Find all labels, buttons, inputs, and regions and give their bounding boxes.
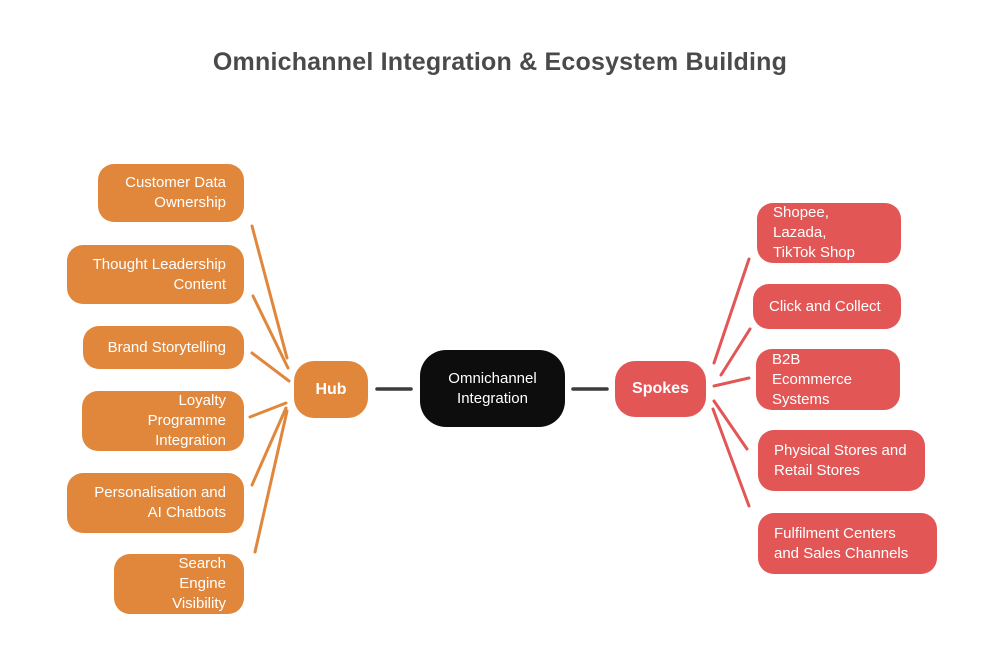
spoke-item-label: Physical Stores and Retail Stores — [774, 441, 907, 479]
center-node-label: Omnichannel Integration — [448, 369, 537, 407]
hub-item-label: Brand Storytelling — [107, 338, 226, 356]
edge-spokes-shopee — [712, 257, 751, 365]
hub-item-personalisation-ai-chatbots: Personalisation and AI Chatbots — [67, 473, 244, 533]
spokes-node: Spokes — [615, 361, 706, 417]
spokes-node-label: Spokes — [632, 380, 689, 397]
hub-item-label: Search Engine Visibility — [172, 555, 226, 612]
edge-hub-search-engine — [253, 409, 289, 554]
edge-hub-loyalty-programme — [248, 401, 288, 419]
hub-item-label: Loyalty Programme Integration — [147, 392, 226, 449]
hub-item-search-engine-visibility: Search Engine Visibility — [114, 554, 244, 614]
edge-spokes-b2b — [712, 376, 751, 388]
center-node-omnichannel-integration: Omnichannel Integration — [420, 350, 565, 427]
edge-spokes-fulfilment — [711, 407, 751, 508]
edge-hub-customer-data — [250, 224, 289, 360]
hub-node: Hub — [294, 361, 368, 418]
spoke-item-label: Shopee, Lazada, TikTok Shop — [773, 204, 855, 261]
page-title: Omnichannel Integration & Ecosystem Buil… — [212, 48, 788, 76]
edge-hub-personalisation — [250, 406, 288, 487]
spoke-item-label: B2B Ecommerce Systems — [772, 350, 853, 408]
hub-item-customer-data-ownership: Customer Data Ownership — [98, 164, 244, 222]
spoke-item-label: Click and Collect — [769, 297, 881, 315]
edge-hub-thought-leadership — [251, 294, 290, 370]
hub-item-label: Personalisation and AI Chatbots — [94, 484, 226, 521]
edge-spokes-click-collect — [719, 327, 752, 377]
spoke-item-shopee-lazada-tiktok: Shopee, Lazada, TikTok Shop — [757, 203, 901, 263]
hub-item-label: Thought Leadership Content — [92, 255, 226, 293]
hub-item-brand-storytelling: Brand Storytelling — [83, 326, 244, 369]
hub-node-label: Hub — [315, 380, 347, 398]
hub-item-label: Customer Data Ownership — [125, 174, 226, 211]
spoke-item-click-and-collect: Click and Collect — [753, 284, 901, 329]
spoke-item-physical-retail-stores: Physical Stores and Retail Stores — [758, 430, 925, 491]
hub-item-thought-leadership-content: Thought Leadership Content — [67, 245, 244, 304]
spoke-item-b2b-ecommerce-systems: B2B Ecommerce Systems — [756, 349, 900, 410]
spoke-item-fulfilment-centers-sales-channels: Fulfilment Centers and Sales Channels — [758, 513, 937, 574]
hub-item-loyalty-programme-integration: Loyalty Programme Integration — [82, 391, 244, 451]
edge-hub-brand-storytelling — [250, 351, 291, 383]
spoke-item-label: Fulfilment Centers and Sales Channels — [774, 524, 909, 562]
edge-spokes-physical-stores — [712, 399, 749, 451]
